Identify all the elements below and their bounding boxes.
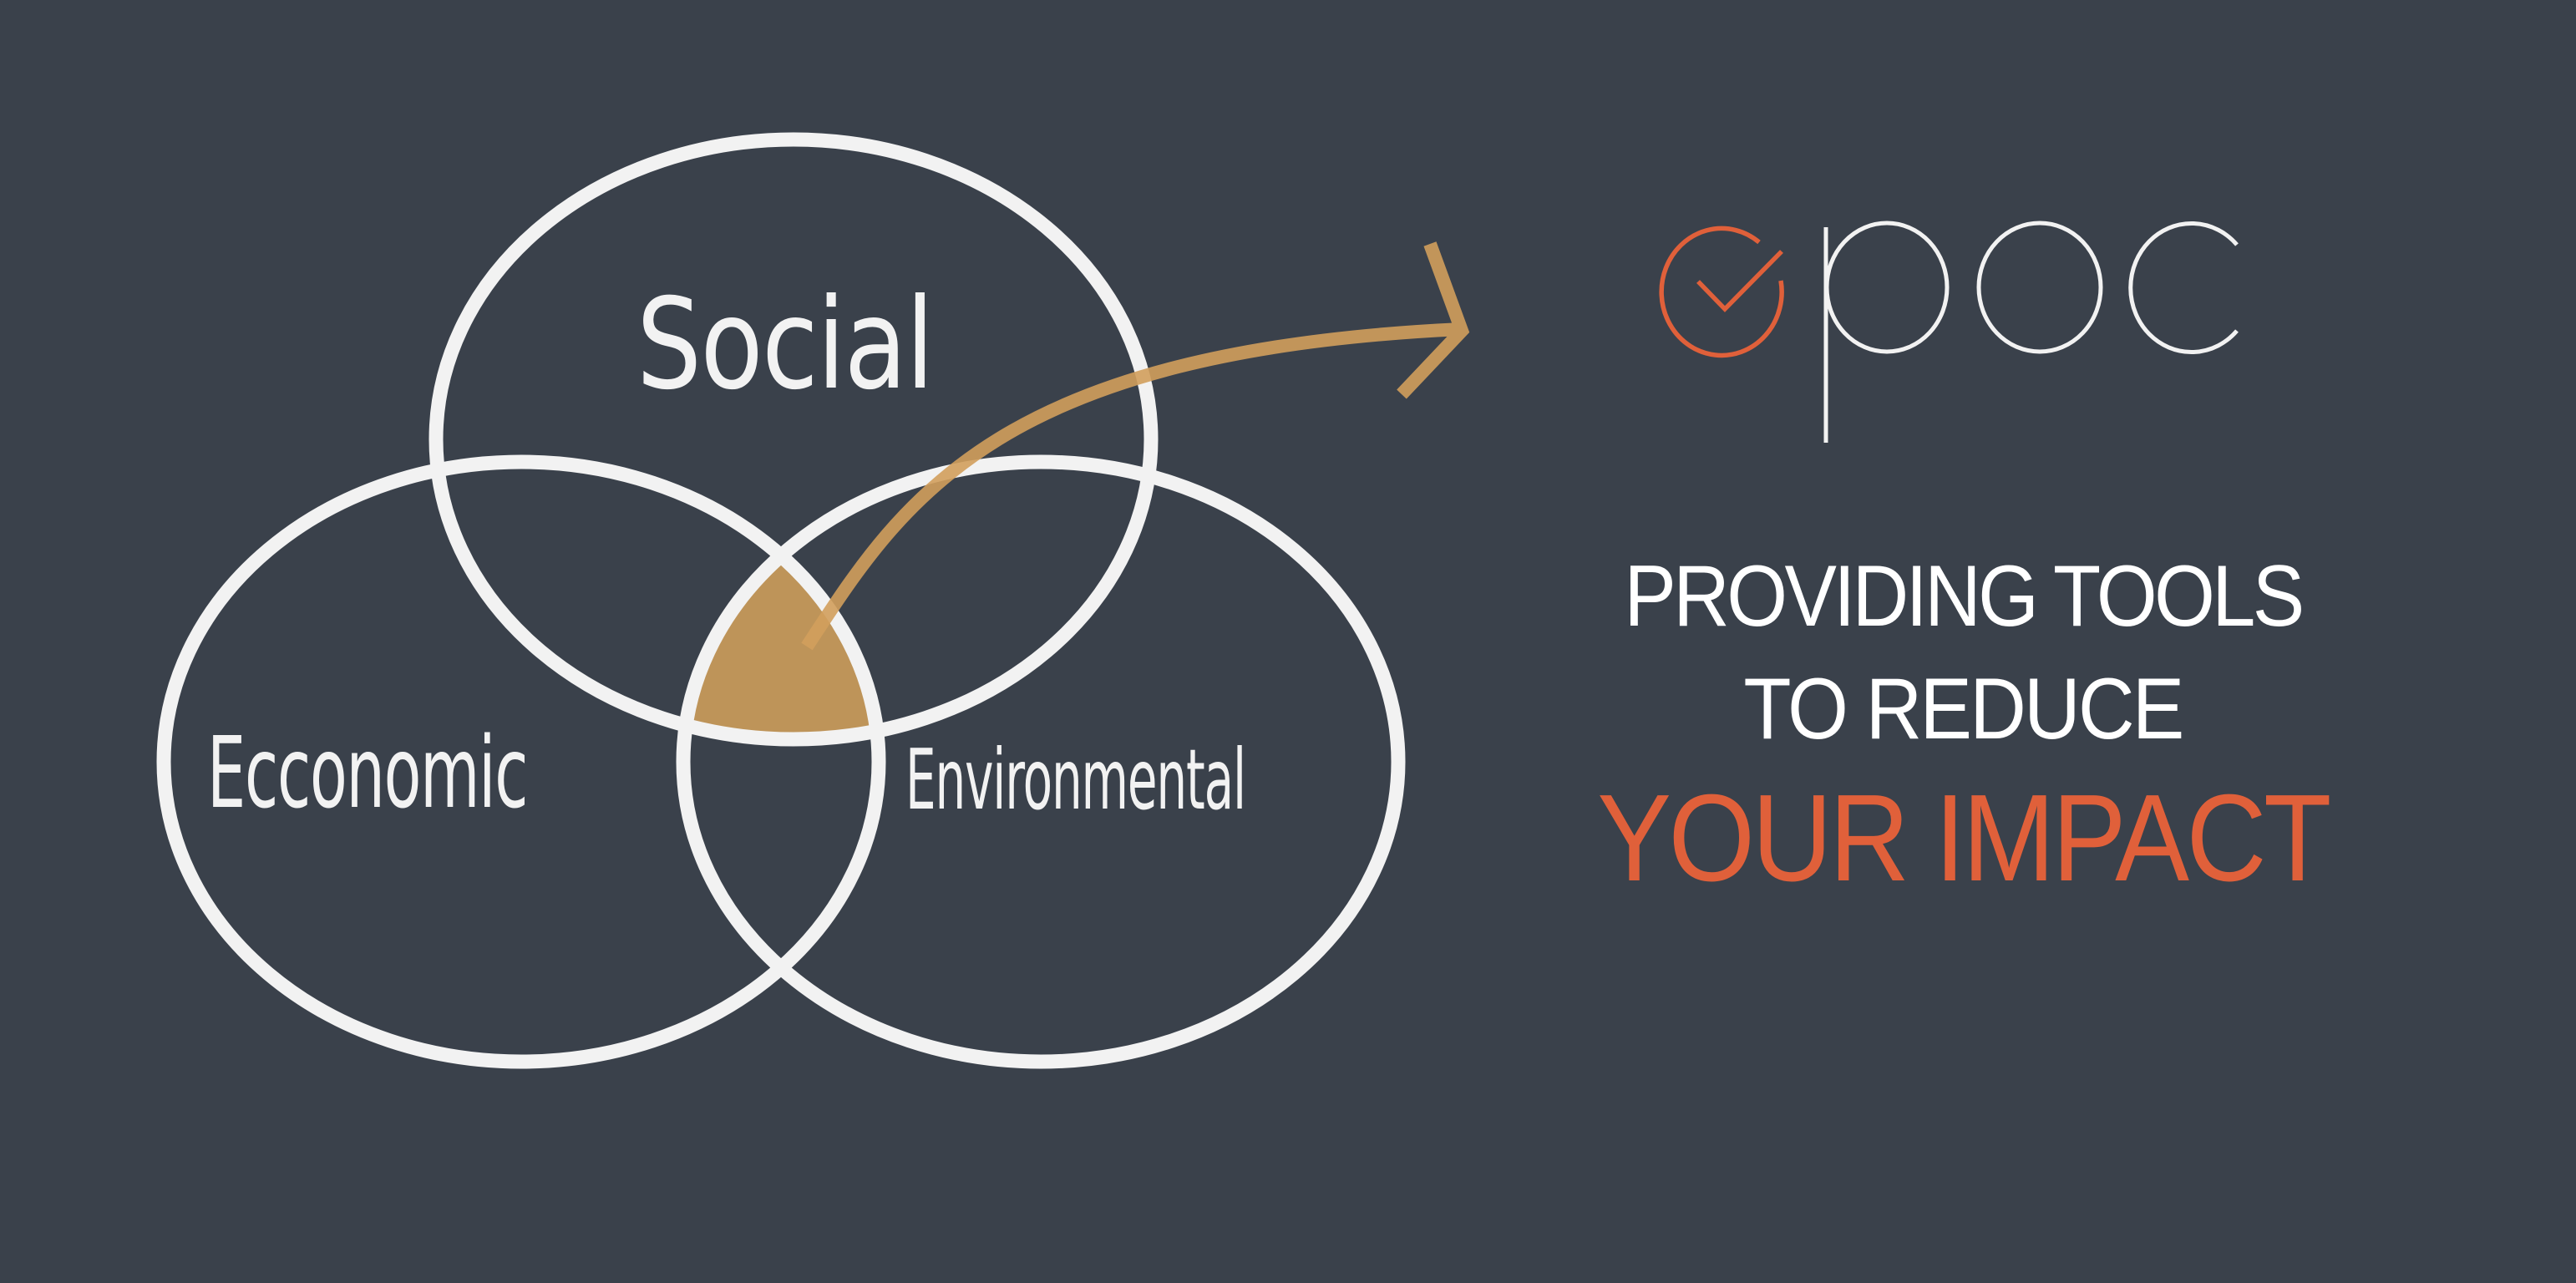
tagline-line-2: TO REDUCE (1743, 661, 2184, 758)
environmental-circle (676, 454, 1406, 1069)
social-circle (428, 132, 1159, 747)
logo-wordmark-poc (1823, 221, 2239, 443)
economic-circle (156, 454, 886, 1069)
economic-label: Ecconomic (207, 715, 528, 830)
check-circle-icon (1659, 226, 1784, 358)
arrow-icon (801, 241, 1470, 651)
social-label: Social (636, 272, 934, 418)
tagline-line-1: PROVIDING TOOLS (1624, 548, 2305, 645)
environmental-label: Environmental (905, 731, 1246, 829)
tagline-highlight: YOUR IMPACT (1597, 769, 2331, 907)
